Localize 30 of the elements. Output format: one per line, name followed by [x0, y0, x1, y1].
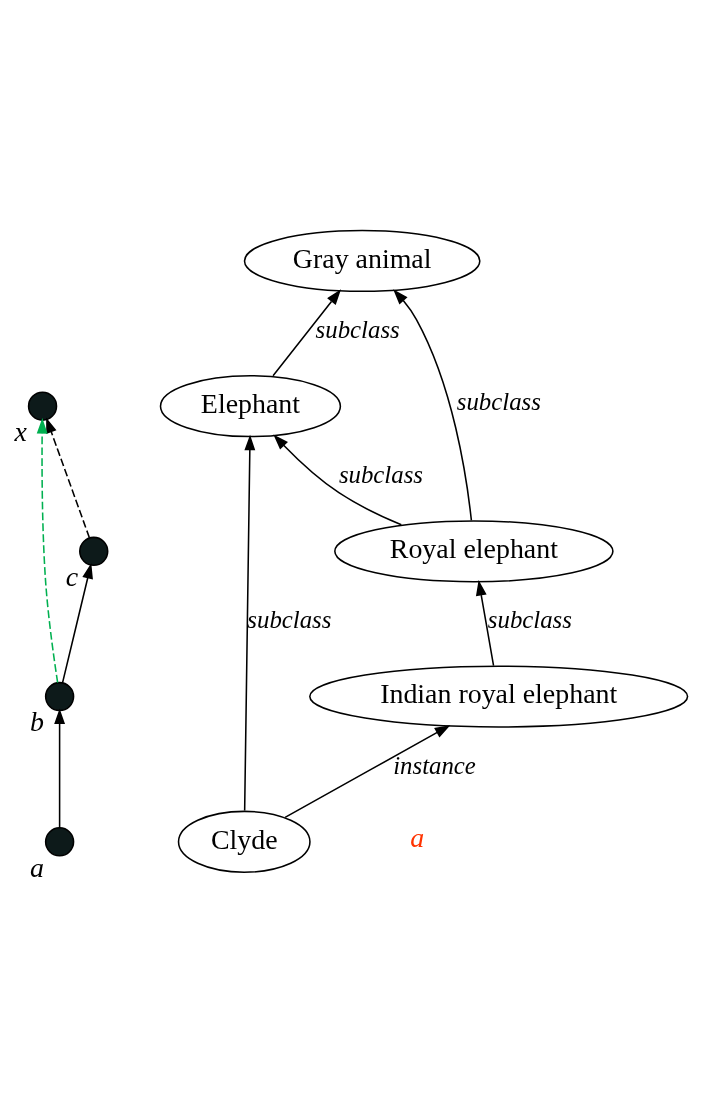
arrow	[475, 579, 495, 666]
arrow	[46, 417, 91, 538]
node-ellipse: Clyde	[177, 810, 311, 873]
node-label: c	[65, 560, 79, 592]
node-label: a	[30, 851, 45, 883]
label: a	[410, 821, 425, 853]
edge-label: subclass	[338, 460, 423, 488]
node-label: x	[14, 415, 28, 447]
arrow	[61, 562, 93, 684]
arrow	[272, 288, 342, 377]
edge-label: subclass	[487, 605, 572, 633]
arrow	[273, 433, 403, 526]
edge-label: subclass	[456, 387, 541, 415]
node-ellipse: Gray animal	[243, 229, 481, 292]
edge-label: instance	[393, 751, 476, 779]
node-ellipse: Royal elephant	[334, 519, 614, 583]
arrow	[243, 434, 256, 811]
node-circle	[44, 681, 75, 711]
node-circle	[27, 390, 58, 421]
node-label: b	[30, 705, 45, 737]
edge-label: subclass	[247, 605, 332, 633]
arrow	[54, 708, 66, 828]
node-ellipse: Elephant	[159, 374, 342, 437]
arrow	[36, 417, 59, 683]
node-circle	[79, 536, 109, 566]
node-circle	[44, 826, 75, 857]
arrow	[284, 724, 451, 818]
edge-label: subclass	[315, 315, 400, 343]
arrow	[393, 288, 473, 521]
node-ellipse: Indian royal elephant	[309, 664, 689, 728]
